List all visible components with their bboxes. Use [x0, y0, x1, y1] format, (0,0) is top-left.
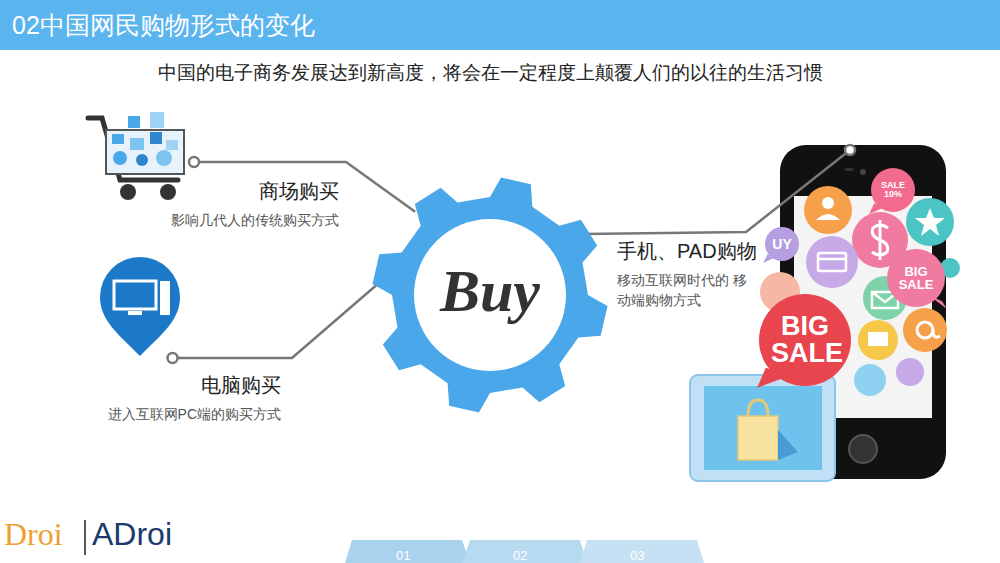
sale-bubble: BIG SALE: [887, 249, 945, 307]
bubble-text-box: BIG SALE: [887, 249, 945, 307]
tab-number: 03: [630, 548, 644, 563]
logo-separator: [84, 520, 86, 555]
item-heading: 商场购买: [171, 178, 339, 205]
bottom-tabs: [345, 540, 704, 563]
connector-line: [584, 150, 850, 234]
bubble-circle: [887, 249, 945, 307]
subtitle: 中国的电子商务发展达到新高度，将会在一定程度上颠覆人们的以往的生活习惯: [0, 60, 980, 86]
bubble-circle: [871, 168, 915, 212]
sale-bubble: UY: [765, 227, 799, 261]
gear-word: Buy: [370, 257, 610, 326]
bubble-text: BIG SALE: [895, 265, 938, 291]
bubble-text: SALE 10%: [877, 181, 910, 199]
bubble-text: BIG SALE: [771, 313, 839, 367]
logo-text: Droi: [4, 516, 63, 553]
tab-number: 01: [396, 548, 410, 563]
text-node: 手机、PAD购物移动互联网时代的 移动端购物方式: [614, 236, 760, 312]
item-description: 影响几代人的传统购买方式: [171, 211, 339, 231]
item-heading: 电脑购买: [108, 372, 281, 399]
connector-line: [173, 283, 379, 358]
sale-bubble: BIG SALE: [759, 294, 851, 386]
text-node: 电脑购买进入互联网PC端的购买方式: [105, 370, 284, 427]
bubble-text-box: UY: [765, 227, 799, 261]
sale-bubble: SALE 10%: [871, 168, 915, 212]
item-heading: 手机、PAD购物: [617, 238, 757, 265]
cart-icon: [88, 112, 184, 200]
bubble-circle: [765, 227, 799, 261]
page-title: 02中国网民购物形式的变化: [12, 9, 315, 42]
connector-dot: [168, 353, 178, 363]
logo-text: ADroi: [92, 516, 172, 553]
text-node: 商场购买影响几代人的传统购买方式: [168, 176, 342, 233]
connector-dot: [845, 145, 855, 155]
connector-dot: [189, 157, 199, 167]
bubble-text-box: SALE 10%: [871, 168, 915, 212]
bubble-text: UY: [769, 237, 794, 251]
computer-pin-icon: [100, 257, 180, 356]
bubble-text-box: BIG SALE: [759, 294, 851, 386]
tablet-illustration: [690, 375, 835, 481]
tab-number: 02: [513, 548, 527, 563]
item-description: 进入互联网PC端的购买方式: [108, 405, 281, 425]
bubble-circle: [759, 294, 851, 386]
gear-node: Buy: [370, 175, 610, 415]
item-description: 移动互联网时代的 移动端购物方式: [617, 271, 757, 310]
